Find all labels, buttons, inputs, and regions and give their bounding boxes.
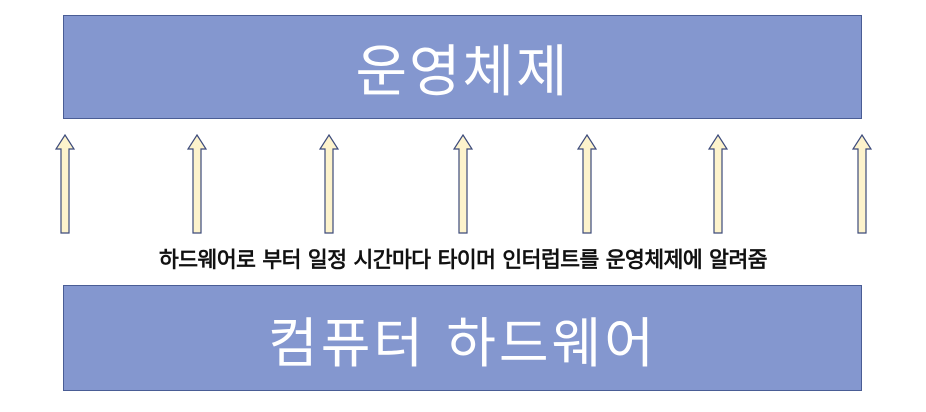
up-arrow-2	[187, 134, 207, 234]
computer-hardware-label: 컴퓨터 하드웨어	[268, 311, 657, 375]
up-arrow-4	[453, 134, 473, 234]
up-arrow-5	[577, 134, 597, 234]
operating-system-label: 운영체제	[355, 39, 570, 105]
computer-hardware-box: 컴퓨터 하드웨어	[63, 285, 862, 391]
timer-interrupt-caption: 하드웨어로 부터 일정 시간마다 타이머 인터럽트를 운영체제에 알려줌	[158, 248, 768, 273]
operating-system-box: 운영체제	[63, 15, 862, 119]
up-arrow-6	[708, 134, 728, 234]
up-arrow-7	[852, 134, 872, 234]
up-arrow-1	[55, 134, 75, 234]
up-arrow-3	[319, 134, 339, 234]
